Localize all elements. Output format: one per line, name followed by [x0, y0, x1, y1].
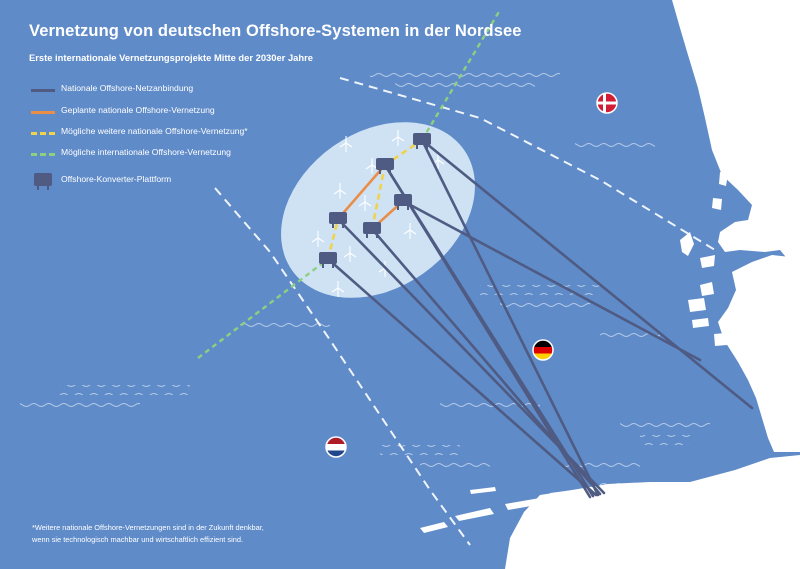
legend-label: Offshore-Konverter-Plattform — [61, 174, 172, 184]
north-frisian-islands — [688, 172, 728, 346]
legend-label: Mögliche weitere nationale Offshore-Vern… — [61, 126, 248, 136]
legend-line-possible-international — [31, 153, 55, 156]
map-title: Vernetzung von deutschen Offshore-System… — [29, 22, 522, 40]
legend-item-possible-national: Mögliche weitere nationale Offshore-Vern… — [25, 125, 283, 141]
footnote-line: *Weitere nationale Offshore-Vernetzungen… — [32, 523, 264, 532]
german-danish-eez-boundary — [339, 77, 716, 251]
land-areas — [420, 0, 800, 569]
possible-national-interconnections — [326, 138, 423, 260]
german-coast-landmass — [718, 255, 800, 452]
footnote-line: wenn sie technologisch machbar und wirts… — [32, 535, 244, 544]
legend-label: Nationale Offshore-Netzanbindung — [61, 83, 194, 93]
legend-line-possible-national — [31, 132, 55, 135]
helgoland-island — [680, 232, 694, 256]
national-grid-connections — [326, 138, 754, 499]
frisian-islands — [420, 487, 592, 533]
netherlands-landmass — [505, 455, 800, 569]
legend-item-national-connection: Nationale Offshore-Netzanbindung — [25, 82, 283, 98]
eez-boundaries — [214, 77, 716, 546]
legend-line-national-connection — [31, 89, 55, 92]
map-footnote: *Weitere nationale Offshore-Vernetzungen… — [32, 522, 412, 546]
map-legend: Nationale Offshore-Netzanbindung Geplant… — [25, 80, 283, 200]
jutland-landmass — [672, 0, 800, 265]
possible-international-interconnection — [197, 9, 502, 359]
legend-label: Mögliche internationale Offshore-Vernetz… — [61, 147, 231, 157]
map-subtitle: Erste internationale Vernetzungsprojekte… — [29, 52, 313, 63]
legend-item-converter-platform: Offshore-Konverter-Plattform — [25, 173, 283, 190]
legend-label: Geplante nationale Offshore-Vernetzung — [61, 105, 215, 115]
flag-netherlands-icon — [325, 436, 347, 458]
legend-line-planned-national — [31, 111, 55, 114]
german-dutch-eez-boundary — [214, 187, 471, 546]
wave-marks — [20, 70, 710, 490]
legend-item-possible-international: Mögliche internationale Offshore-Vernetz… — [25, 146, 283, 162]
platform-icon — [34, 173, 52, 190]
flag-denmark-icon — [596, 92, 618, 114]
flag-germany-icon — [532, 339, 554, 361]
legend-item-planned-national: Geplante nationale Offshore-Vernetzung — [25, 104, 283, 120]
